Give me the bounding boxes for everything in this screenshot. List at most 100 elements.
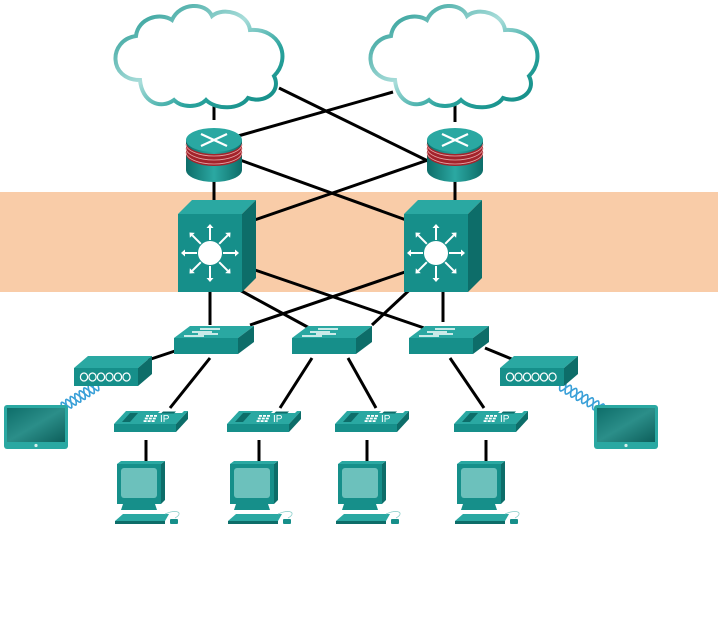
network-link (168, 357, 212, 409)
switch-front (409, 338, 473, 354)
cloud-shape (113, 4, 285, 110)
phone-front (454, 424, 516, 432)
phone-display-screen (274, 411, 289, 414)
phone-handset-icon (343, 413, 359, 422)
pc-mouse (510, 519, 518, 524)
firewall-router-node[interactable] (426, 128, 484, 182)
pc-node[interactable] (455, 461, 520, 524)
network-link (147, 348, 179, 362)
wireless-access-point-node[interactable] (500, 356, 578, 386)
phone-front (114, 424, 176, 432)
mlswitch-side (242, 200, 256, 292)
wireless-wave (559, 381, 605, 414)
phone-front (227, 424, 289, 432)
router-arrows-icon (200, 133, 228, 147)
network-link (237, 90, 394, 138)
phone-display-screen (382, 411, 397, 414)
cloud-node[interactable] (368, 4, 540, 110)
network-link (254, 268, 431, 332)
pc-mouse-cable (385, 511, 401, 519)
cloud-node[interactable] (113, 4, 285, 110)
firewall-bricks (427, 142, 483, 166)
pc-keyboard (336, 514, 390, 521)
switch-arrows-icon (302, 328, 338, 337)
network-link (448, 357, 486, 409)
switch-top (409, 326, 489, 338)
switch-side (473, 326, 489, 354)
switch-top (174, 326, 254, 338)
phone-side (289, 411, 301, 432)
network-link (484, 346, 515, 362)
router-arrows-icon (441, 133, 469, 147)
ip-phone-label: IP (381, 414, 391, 425)
tablet-node[interactable] (4, 405, 68, 449)
wireless-access-point-node[interactable] (74, 356, 152, 386)
ap-ports-icon (505, 372, 557, 382)
brick-line (185, 147, 243, 161)
ip-phone-node[interactable]: IP (227, 411, 301, 432)
pc-screen (234, 468, 270, 498)
pc-mouse (391, 519, 399, 524)
pc-keyboard-front (115, 521, 165, 524)
tablet-home-button (34, 443, 38, 448)
pc-monitor-top (117, 461, 165, 464)
pc-mouse-cable (504, 511, 520, 519)
pc-node[interactable] (115, 461, 180, 524)
pc-keyboard (228, 514, 282, 521)
pc-screen (121, 468, 157, 498)
pc-mouse (170, 519, 178, 524)
firewall-router-node[interactable] (185, 128, 243, 182)
pc-base (121, 504, 157, 510)
multilayer-switch-arrows-icon (407, 224, 465, 282)
pc-monitor-side (274, 461, 278, 504)
phone-display-screen (501, 411, 516, 414)
brick-line (185, 143, 243, 157)
brick-line (426, 151, 484, 165)
brick-line (426, 143, 484, 157)
pc-screen (342, 468, 378, 498)
ip-phone-label: IP (500, 414, 510, 425)
pc-mouse-cable (277, 511, 293, 519)
multilayer-switch-node[interactable] (178, 200, 256, 292)
ip-phone-label: IP (160, 414, 170, 425)
brick-line (426, 147, 484, 161)
switch-front (174, 338, 238, 354)
switch-node[interactable] (174, 326, 254, 354)
phone-display-screen (161, 411, 176, 414)
ap-top (500, 356, 578, 368)
ip-phone-label: IP (273, 414, 283, 425)
pc-screen (461, 468, 497, 498)
multilayer-switch-node[interactable] (404, 200, 482, 292)
switch-node[interactable] (292, 326, 372, 354)
ip-phone-node[interactable]: IP (335, 411, 409, 432)
pc-node[interactable] (336, 461, 401, 524)
phone-keypad-icon (364, 415, 378, 422)
phone-handset-icon (462, 413, 478, 422)
switch-node[interactable] (409, 326, 489, 354)
switch-arrows-icon (419, 328, 455, 337)
pc-base (234, 504, 270, 510)
ip-phone-node[interactable]: IP (114, 411, 188, 432)
distribution-layer-band (0, 192, 718, 292)
mlswitch-top (178, 200, 256, 214)
cloud-shape (368, 4, 540, 110)
pc-keyboard-front (455, 521, 505, 524)
pc-node[interactable] (228, 461, 293, 524)
pc-monitor-side (161, 461, 165, 504)
switch-top (292, 326, 372, 338)
tablet-screen (7, 408, 65, 442)
ap-side (564, 356, 578, 386)
tablet-node[interactable] (594, 405, 658, 449)
ip-phone-node[interactable]: IP (454, 411, 528, 432)
phone-side (397, 411, 409, 432)
nodes-layer: IP IP IP IP (4, 4, 658, 524)
pc-keyboard (455, 514, 509, 521)
network-link (249, 270, 406, 327)
switch-arrows-icon (184, 328, 220, 337)
links-layer (60, 86, 606, 465)
phone-keypad-icon (483, 415, 497, 422)
phone-handset-icon (122, 413, 138, 422)
phone-keypad-icon (143, 415, 157, 422)
phone-side (516, 411, 528, 432)
